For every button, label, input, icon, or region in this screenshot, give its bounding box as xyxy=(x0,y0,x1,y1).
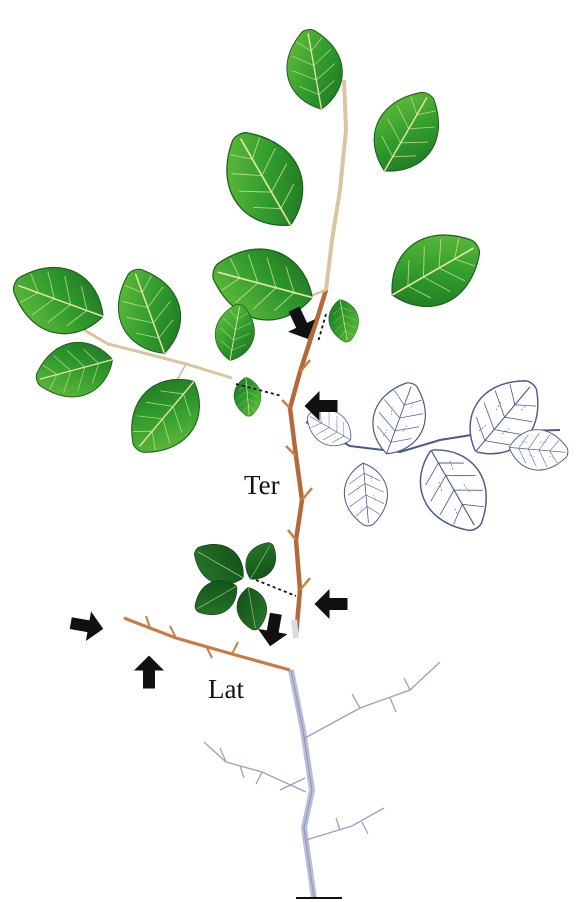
arrow-right-icon xyxy=(68,608,106,643)
terminal-label: Ter xyxy=(244,470,280,500)
upper-shoot-stem xyxy=(300,80,346,300)
arrow-up-icon xyxy=(134,656,164,689)
lateral-label: Lat xyxy=(208,674,244,704)
terminal-shoot xyxy=(282,290,326,638)
arrow-left-icon xyxy=(315,589,348,619)
sketched-branch xyxy=(300,364,570,543)
upper-leaves xyxy=(204,25,494,344)
small-dark-leaves xyxy=(186,534,283,632)
